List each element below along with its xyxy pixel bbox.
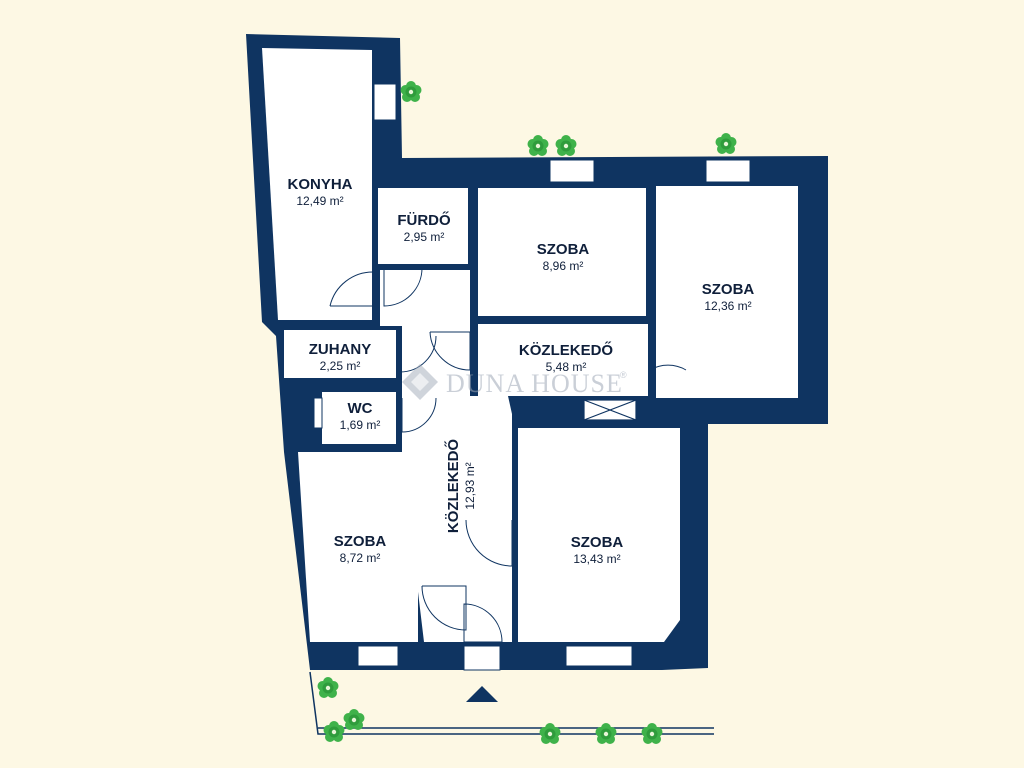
label-kozl1-name: KÖZLEKEDŐ (519, 341, 614, 359)
label-wc-area: 1,69 m² (340, 418, 381, 432)
watermark-text: DUNA HOUSE (446, 369, 623, 398)
entrance-arrow-icon (466, 686, 498, 702)
door-kozl1 (649, 334, 687, 371)
label-szoba4-area: 13,43 m² (573, 552, 620, 566)
door-corridor-top (429, 331, 471, 371)
label-szoba2-area: 12,36 m² (704, 299, 751, 313)
door-furdo (383, 267, 423, 307)
window-wc (313, 397, 323, 429)
label-wc-name: WC (348, 400, 373, 417)
label-szoba3-name: SZOBA (334, 533, 387, 550)
shaft-cross (583, 399, 637, 421)
plant-icon (555, 135, 577, 156)
plant-icon (323, 721, 345, 742)
plant-icon (539, 723, 561, 744)
doors (329, 267, 687, 643)
label-zuhany-area: 2,25 m² (320, 359, 361, 373)
label-furdo-name: FÜRDŐ (397, 211, 451, 229)
label-konyha-name: KONYHA (287, 176, 352, 193)
label-szoba3-area: 8,72 m² (340, 551, 381, 565)
label-szoba1-name: SZOBA (537, 241, 590, 258)
floor-kozl1 (478, 324, 648, 396)
floor-wc (322, 392, 396, 444)
plant-icon (317, 677, 339, 698)
floor-szoba2 (656, 186, 798, 398)
window-top-right (705, 159, 751, 183)
windows (313, 83, 751, 671)
watermark: DUNA HOUSE ® (402, 364, 627, 400)
label-konyha-area: 12,49 m² (296, 194, 343, 208)
door-szoba4 (465, 519, 513, 567)
duna-house-logo-icon (402, 364, 438, 400)
plant-icon (343, 709, 365, 730)
label-kozl2-area: 12,93 m² (463, 462, 477, 509)
window-bottom-left (357, 645, 399, 667)
window-kitchen (373, 83, 397, 121)
plant-icon (641, 723, 663, 744)
label-kozl2-name: KÖZLEKEDŐ (444, 439, 462, 534)
door-zuhany (399, 335, 437, 373)
label-szoba1-area: 8,96 m² (543, 259, 584, 273)
label-furdo-area: 2,95 m² (404, 230, 445, 244)
floor-szoba4 (518, 428, 680, 642)
window-top-left (549, 159, 595, 183)
room-labels: KONYHA 12,49 m² FÜRDŐ 2,95 m² SZOBA 8,96… (287, 176, 754, 566)
door-konyha (329, 271, 375, 307)
window-bottom-mid (463, 645, 501, 671)
door-wc (401, 397, 437, 433)
plant-icon (527, 135, 549, 156)
door-entrance (463, 603, 503, 643)
door-szoba3 (421, 585, 467, 631)
floor-zuhany (284, 330, 396, 378)
plant-icon (400, 81, 422, 102)
watermark-reg: ® (620, 370, 627, 380)
room-floors (262, 48, 798, 642)
label-szoba2-name: SZOBA (702, 281, 755, 298)
floor-konyha (262, 48, 372, 320)
floor-furdo (378, 188, 468, 264)
plant-icon (715, 133, 737, 154)
floor-szoba3 (298, 452, 418, 642)
label-zuhany-name: ZUHANY (309, 341, 372, 358)
floor-szoba1 (478, 188, 646, 316)
label-szoba4-name: SZOBA (571, 534, 624, 551)
label-kozl1-area: 5,48 m² (546, 360, 587, 374)
window-bottom-right (565, 645, 633, 667)
plant-icon (595, 723, 617, 744)
